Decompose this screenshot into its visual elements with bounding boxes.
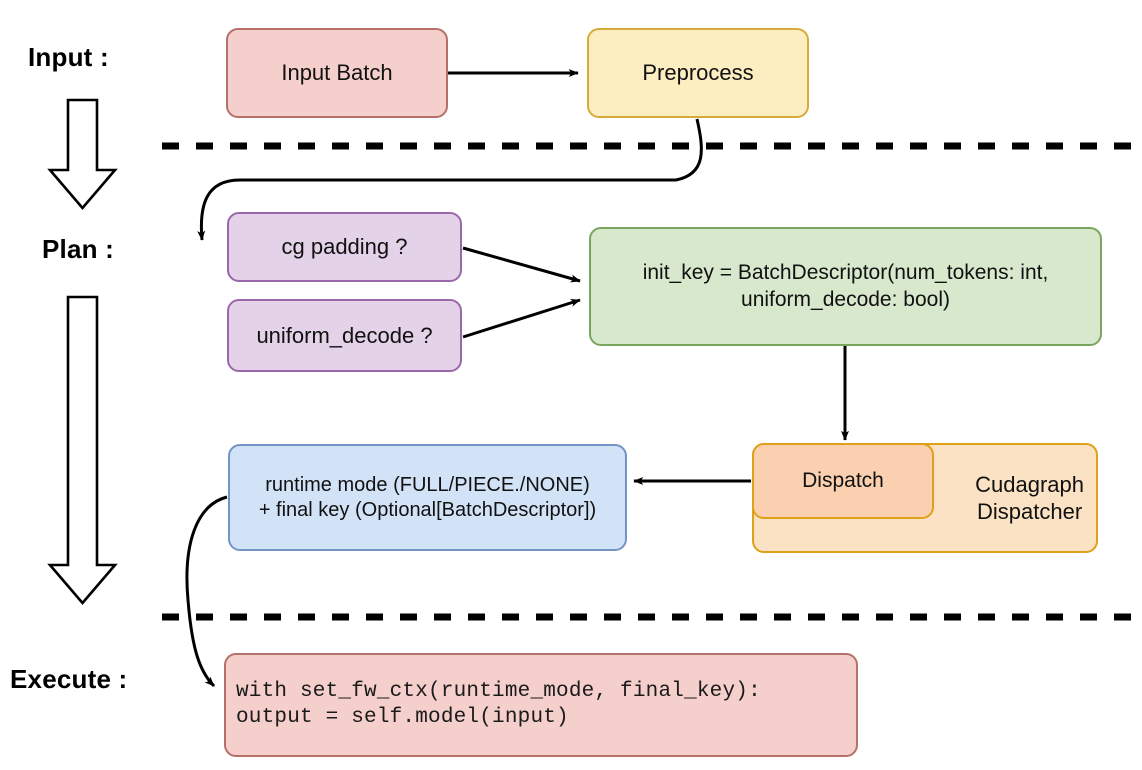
node-uniform-decode-label: uniform_decode ?	[256, 322, 433, 348]
stage-label-execute: Execute :	[10, 664, 128, 694]
input-to-plan-arrow	[47, 98, 118, 211]
edge-runtime-mode-to-execute-code	[185, 495, 228, 688]
stage-label-plan: Plan :	[42, 234, 114, 264]
node-init-key-label: init_key = BatchDescriptor(num_tokens: i…	[642, 261, 1049, 311]
node-input-batch-label: Input Batch	[281, 60, 393, 86]
node-dispatch-label: Dispatch	[802, 468, 884, 492]
node-runtime-mode[interactable]: runtime mode (FULL/PIECE./NONE) + final …	[228, 444, 627, 551]
node-execute-code[interactable]: with set_fw_ctx(runtime_mode, final_key)…	[224, 653, 858, 757]
node-cg-padding-label: cg padding ?	[281, 234, 408, 260]
edge-cg-padding-to-init-key	[462, 246, 581, 283]
node-uniform-decode[interactable]: uniform_decode ?	[227, 299, 462, 372]
node-runtime-mode-label: runtime mode (FULL/PIECE./NONE) + final …	[258, 473, 597, 521]
node-dispatch[interactable]: Dispatch	[752, 443, 934, 519]
node-cg-padding[interactable]: cg padding ?	[227, 212, 462, 282]
node-preprocess-label: Preprocess	[642, 60, 754, 86]
stage-label-input: Input :	[28, 42, 109, 72]
node-preprocess[interactable]: Preprocess	[587, 28, 809, 118]
plan-to-execute-arrow	[47, 295, 118, 606]
node-cudagraph-dispatcher-label: Cudagraph Dispatcher	[975, 471, 1084, 525]
node-init-key[interactable]: init_key = BatchDescriptor(num_tokens: i…	[589, 227, 1102, 346]
node-execute-code-label: with set_fw_ctx(runtime_mode, final_key)…	[236, 679, 761, 729]
node-input-batch[interactable]: Input Batch	[226, 28, 448, 118]
edge-uniform-decode-to-init-key	[462, 298, 581, 339]
